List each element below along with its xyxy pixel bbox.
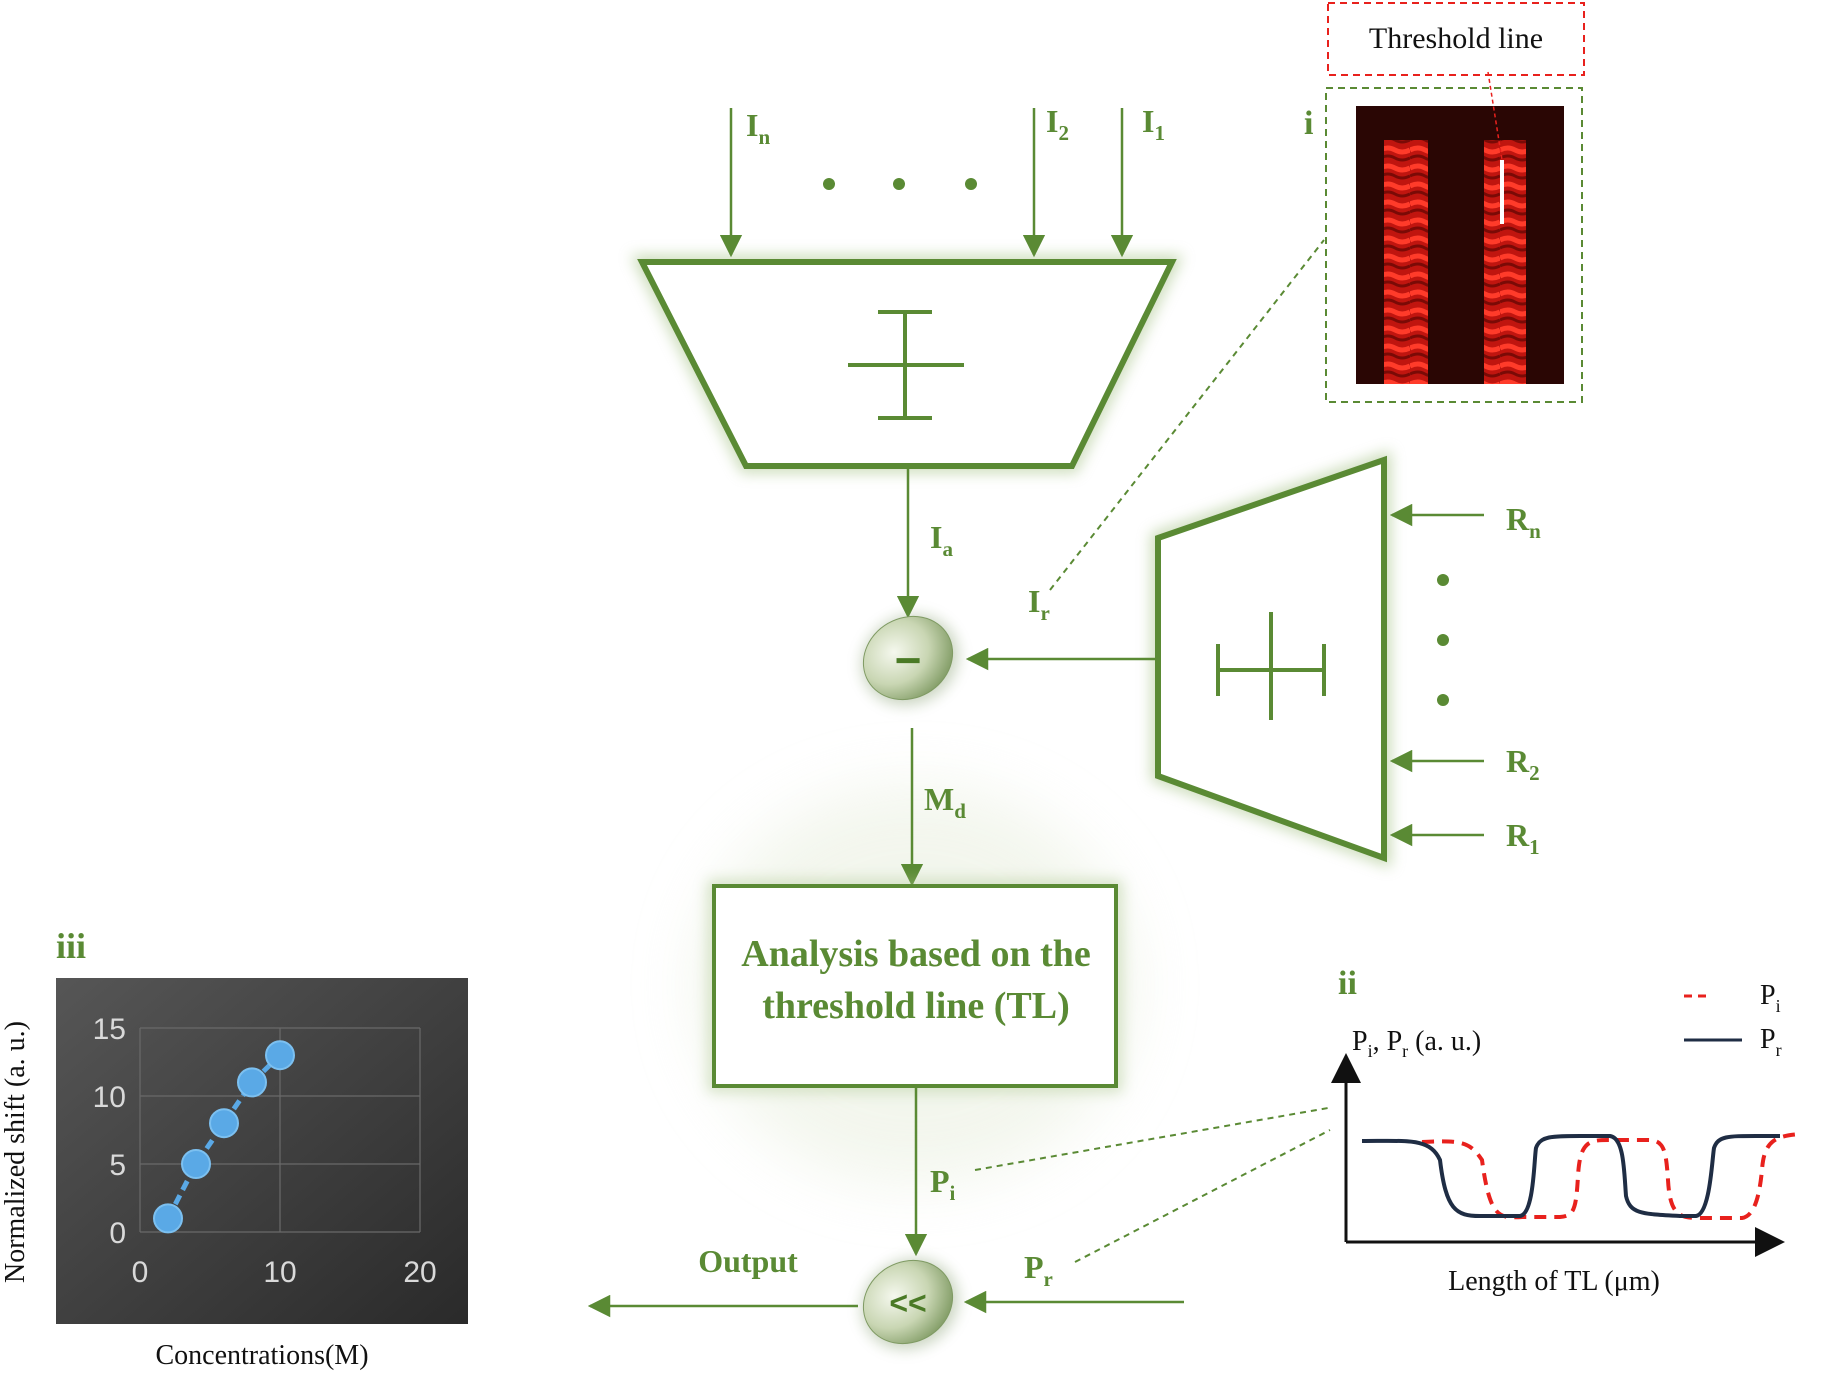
panel-ii-xlabel: Length of TL (μm): [1448, 1266, 1660, 1297]
sum-icon: [848, 310, 964, 420]
input-arrows: [719, 108, 1134, 258]
md-label: Md: [924, 781, 966, 823]
input-label-i2: I2: [1046, 103, 1069, 145]
y-tick-label: 5: [109, 1149, 126, 1182]
y-tick-label: 10: [93, 1081, 126, 1114]
ref-label-r1: R1: [1506, 817, 1540, 859]
chart-xlabel: Concentrations(M): [155, 1340, 368, 1371]
y-tick-label: 0: [109, 1217, 126, 1250]
legend-label-pr: Pr: [1760, 1024, 1782, 1060]
pi-to-panel-ii-connector: [974, 1107, 1329, 1171]
panel-ii-label: ii: [1338, 965, 1357, 1002]
legend-label-pi: Pi: [1760, 980, 1781, 1016]
panel-iii: iii 0 5 10 15 0 10 20 Concentrations(M) Normal…: [0, 926, 468, 1371]
input-label-in: In: [746, 107, 770, 149]
ref-label-rn: Rn: [1506, 501, 1541, 543]
input-label-i1: I1: [1142, 103, 1165, 145]
input-summation-block: [630, 255, 1184, 473]
threshold-callout-text: Threshold line: [1369, 22, 1543, 55]
data-point: [209, 1108, 239, 1139]
sum-icon-rotated: [1216, 612, 1326, 720]
chart-series: [153, 1040, 295, 1234]
ia-label: Ia: [930, 519, 953, 561]
comparator-node: <<: [861, 1258, 959, 1350]
subtract-symbol: −: [895, 634, 922, 686]
threshold-callout-pointer: [1487, 71, 1503, 161]
x-tick-label: 20: [403, 1256, 436, 1289]
panel-i: Threshold line i: [1304, 2, 1585, 403]
analysis-text-line1: Analysis based on the: [741, 933, 1090, 975]
panel-i-label: i: [1304, 105, 1313, 142]
curve-pi: [1421, 1132, 1801, 1220]
data-point: [237, 1067, 267, 1098]
panel-iii-label: iii: [56, 926, 86, 966]
output-label: Output: [698, 1243, 798, 1279]
x-tick-label: 0: [132, 1256, 149, 1289]
curve-pr: [1361, 1134, 1780, 1218]
y-tick-label: 15: [93, 1013, 126, 1046]
chart-tick-labels: 0 5 10 15 0 10 20: [93, 1013, 437, 1289]
panel-ii: ii Pi Pr Pi, Pr (a. u.) Length of TL (μm…: [1331, 965, 1801, 1297]
chart-ylabel: Normalized shift (a. u.): [0, 1021, 31, 1283]
pr-label: Pr: [1024, 1249, 1053, 1291]
x-tick-label: 10: [263, 1256, 296, 1289]
ir-to-panel-i-connector: [1049, 239, 1325, 591]
analysis-block: Analysis based on the threshold line (TL…: [708, 880, 1122, 1092]
subtractor-node: −: [861, 614, 959, 706]
data-point: [153, 1203, 183, 1234]
micrograph-channel-right: [1484, 140, 1526, 384]
pr-to-panel-ii-connector: [1074, 1129, 1331, 1263]
micrograph-channel-left: [1384, 140, 1428, 384]
threshold-callout-box: [1327, 2, 1585, 76]
reference-arrows: [1389, 503, 1484, 847]
analysis-text-line2: threshold line (TL): [762, 985, 1070, 1027]
ir-label: Ir: [1028, 583, 1050, 625]
compare-symbol: <<: [889, 1285, 926, 1321]
panel-ii-ylabel: Pi, Pr (a. u.): [1352, 1026, 1481, 1061]
reference-summation-block: [1151, 450, 1391, 868]
panel-i-frame: [1325, 87, 1583, 403]
data-point: [181, 1149, 211, 1179]
chart-background: [56, 978, 468, 1324]
input-ellipsis-dots: [823, 178, 977, 190]
ref-label-r2: R2: [1506, 743, 1540, 785]
series-line: [165, 1053, 282, 1220]
pi-label: Pi: [930, 1163, 956, 1205]
data-point: [265, 1040, 295, 1071]
ref-ellipsis-dots: [1437, 574, 1449, 706]
